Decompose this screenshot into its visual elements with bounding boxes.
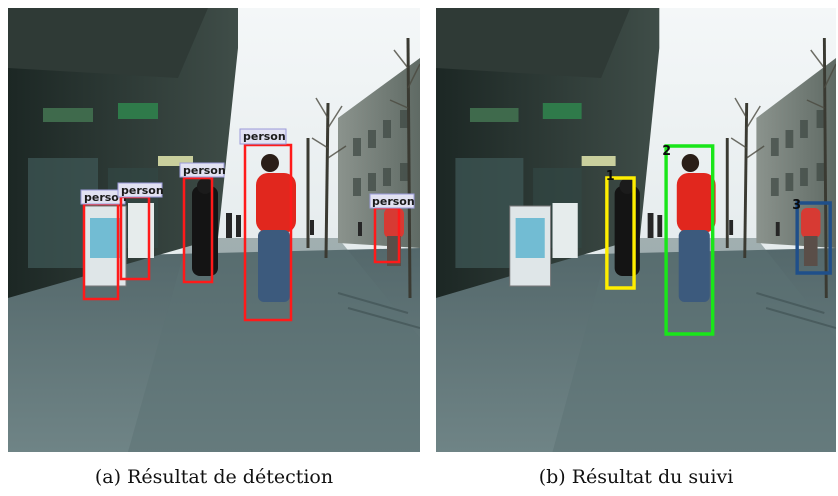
track-id: 3: [792, 198, 801, 213]
detection-label: person: [243, 130, 286, 143]
detection-label: person: [84, 191, 127, 204]
detection-label: person: [372, 195, 415, 208]
detection-box: person: [117, 182, 164, 281]
detection-box: person: [369, 193, 415, 264]
detection-label: person: [121, 184, 164, 197]
detection-image: person person person person person: [8, 8, 420, 452]
tracking-image: 1 2 3: [436, 8, 836, 452]
detection-photo: person person person person person: [8, 8, 420, 452]
caption-detection: (a) Résultat de détection: [94, 466, 334, 488]
caption-tracking: (b) Résultat du suivi: [538, 466, 734, 488]
detection-box: person: [80, 189, 127, 301]
detection-box: person: [239, 128, 293, 322]
track-box: 2: [662, 144, 715, 336]
track-id: 2: [662, 144, 671, 159]
track-id: 1: [606, 169, 615, 184]
detection-box: person: [179, 162, 226, 284]
track-box: 3: [792, 198, 832, 275]
detection-label: person: [183, 164, 226, 177]
track-box: 1: [605, 169, 636, 290]
tracking-photo: 1 2 3: [436, 8, 836, 452]
